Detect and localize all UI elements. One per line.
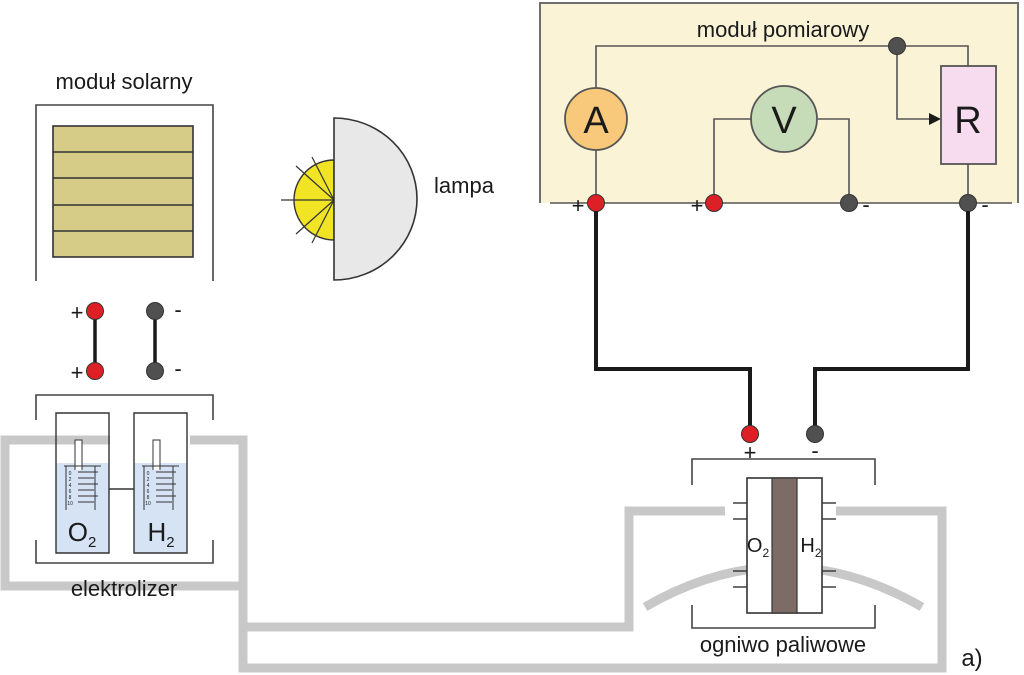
solar-panel	[52, 125, 194, 258]
fuel-cell: O2 H2 + - ogniwo paliwowe	[691, 425, 876, 657]
measurement-module: moduł pomiarowy A V R	[539, 2, 1019, 218]
slider-contact-terminal	[888, 37, 906, 55]
plus-sign: +	[744, 440, 757, 465]
minus-sign: -	[174, 297, 181, 322]
resistor-negative-terminal	[959, 194, 977, 212]
solar-module-label: moduł solarny	[56, 69, 193, 94]
scale-tick: 10	[145, 501, 151, 507]
ammeter-symbol: A	[583, 100, 609, 142]
fuel-cell-membrane	[771, 477, 798, 614]
resistor-slider-arrow	[929, 113, 941, 125]
oxygen-label: O2	[68, 517, 97, 551]
fuel-cell-oxygen-label: O2	[747, 535, 770, 560]
solar-module: moduł solarny	[35, 69, 214, 281]
fuel-cell-frame	[691, 458, 876, 629]
oxygen-cell: 0 2 4 6 8 10 O2	[55, 412, 110, 554]
fuel-cell-label: ogniwo paliwowe	[700, 632, 866, 657]
solar-module-frame	[35, 104, 214, 281]
solar-negative-terminal	[146, 302, 164, 320]
solar-positive-terminal	[86, 302, 104, 320]
scale-tick: 0	[69, 471, 72, 477]
scale-tick: 6	[69, 489, 72, 495]
hydrogen-label: H2	[147, 517, 174, 551]
minus-sign: -	[862, 192, 869, 217]
fuel-cell-positive-terminal	[741, 425, 759, 443]
voltmeter: V	[750, 85, 818, 153]
voltmeter-positive-terminal	[705, 194, 723, 212]
electrolyzer-negative-terminal	[146, 362, 164, 380]
fuel-cell-ports	[733, 502, 836, 588]
scale-tick: 0	[147, 471, 150, 477]
ammeter-positive-terminal	[587, 194, 605, 212]
scale-tick: 4	[147, 483, 150, 489]
resistor: R	[940, 65, 997, 165]
voltmeter-negative-terminal	[840, 194, 858, 212]
lamp-label: lampa	[434, 173, 495, 198]
measurement-module-label: moduł pomiarowy	[697, 17, 869, 42]
lamp-shade	[333, 117, 418, 281]
external-cables	[594, 211, 970, 427]
scale-tick: 4	[69, 483, 72, 489]
electrolyzer-frame	[35, 394, 214, 564]
ammeter: A	[564, 87, 628, 151]
scale-tick: 2	[147, 477, 150, 483]
electrolyzer: 0 2 4 6 8 10 O2 0 2 4 6 8 10 H2 elektrol…	[35, 394, 214, 601]
plus-sign: +	[691, 193, 704, 218]
light-rays	[281, 156, 335, 244]
scale-tick: 2	[69, 477, 72, 483]
resistor-symbol: R	[954, 100, 981, 142]
scale-tick: 6	[147, 489, 150, 495]
fuel-cell-hydrogen-label: H2	[800, 535, 821, 560]
minus-sign: -	[811, 438, 818, 463]
minus-sign: -	[174, 356, 181, 381]
plus-sign: +	[71, 300, 84, 325]
scale-tick: 8	[147, 495, 150, 501]
hydrogen-cell: 0 2 4 6 8 10 H2	[133, 412, 188, 554]
solar-electrolyzer-jumpers: + + - -	[71, 297, 182, 385]
voltmeter-symbol: V	[771, 100, 797, 142]
plus-sign: +	[572, 193, 585, 218]
electrolyzer-label: elektrolizer	[71, 576, 177, 601]
electrolyzer-positive-terminal	[86, 362, 104, 380]
plus-sign: +	[71, 360, 84, 385]
minus-sign: -	[981, 192, 988, 217]
lamp: lampa	[281, 117, 495, 281]
figure-tag: a)	[961, 645, 982, 672]
scale-tick: 8	[69, 495, 72, 501]
scale-tick: 10	[67, 501, 73, 507]
fuel-cell-negative-terminal	[806, 425, 824, 443]
